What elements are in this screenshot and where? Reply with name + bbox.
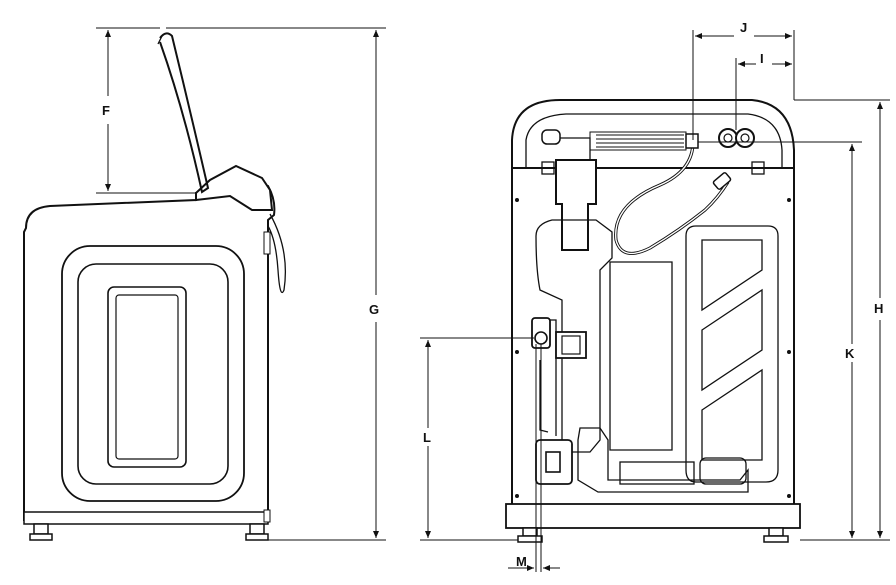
label-h: H <box>874 301 883 316</box>
rear-base <box>505 503 801 529</box>
side-drain-hose <box>267 213 287 294</box>
label-g: G <box>369 302 379 317</box>
dimension-g: G <box>166 27 386 541</box>
side-lid <box>159 32 210 194</box>
rear-pump-housing <box>555 159 597 251</box>
label-m: M <box>516 554 527 569</box>
side-base <box>23 511 269 525</box>
dimension-l: L <box>420 337 534 541</box>
side-view <box>23 32 287 541</box>
inlet-hot <box>718 128 738 148</box>
dimension-f: F <box>96 27 196 194</box>
drain-connector <box>685 133 699 149</box>
side-foot-left <box>33 523 49 535</box>
side-panel-inner <box>77 263 229 485</box>
label-f: F <box>102 103 110 118</box>
dimension-k: K <box>698 141 862 538</box>
label-i: I <box>760 51 764 66</box>
dimension-i: I <box>735 51 792 130</box>
rear-rib-right <box>685 225 779 483</box>
rear-lower-rib <box>577 427 749 493</box>
dimension-j: J <box>692 20 795 140</box>
side-panel-outer <box>61 245 245 502</box>
side-console <box>195 164 274 211</box>
rear-foot-right <box>763 535 789 543</box>
rear-rib-left <box>535 219 613 453</box>
power-port <box>541 129 561 145</box>
label-j: J <box>740 20 747 35</box>
label-k: K <box>845 346 855 361</box>
dimension-h: H <box>794 99 890 541</box>
lid-handle <box>157 35 163 45</box>
side-foot-right <box>249 523 265 535</box>
rear-foot-left <box>517 535 543 543</box>
rear-view <box>505 99 801 543</box>
side-window <box>107 286 187 468</box>
inlet-cold <box>735 128 755 148</box>
side-window-inner <box>115 294 179 460</box>
dimension-m: M <box>508 344 560 572</box>
label-l: L <box>423 430 431 445</box>
